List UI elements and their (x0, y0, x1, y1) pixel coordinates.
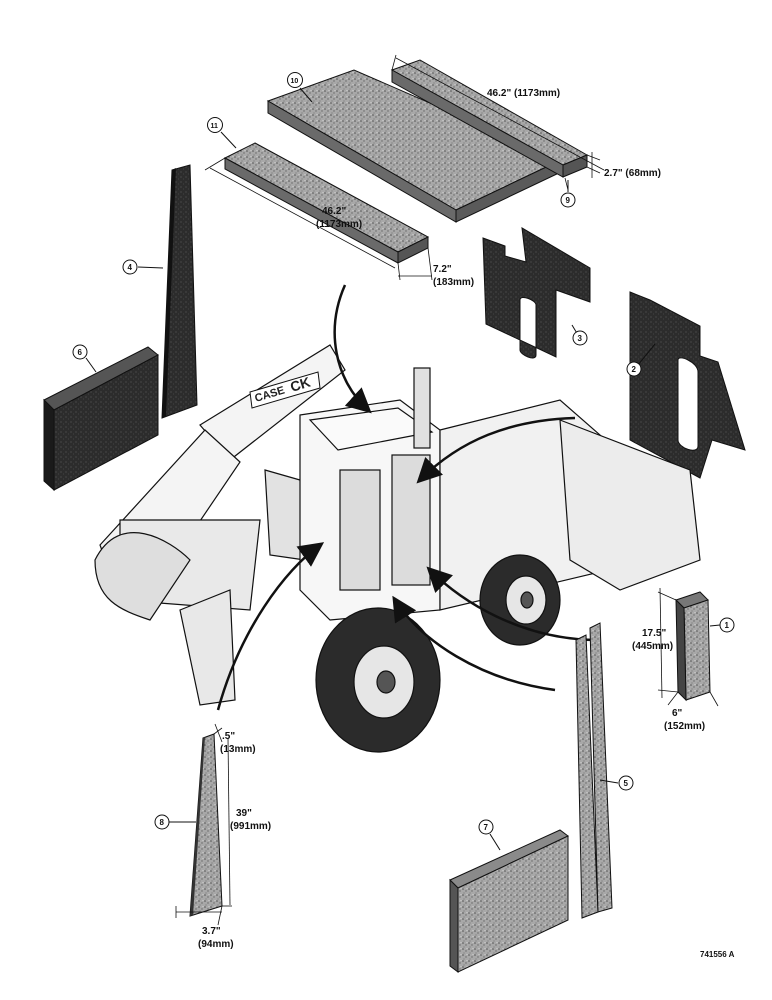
dimension-labels: 46.2" (1173mm) 2.7" (68mm) 46.2" (1173mm… (198, 88, 705, 950)
svg-text:6: 6 (78, 348, 83, 357)
dim-post-height-mm: (991mm) (230, 821, 271, 832)
panel-4-left-pillar (161, 164, 198, 419)
dimension-lines-top (204, 54, 605, 281)
dim-pad1-width-mm: (152mm) (664, 721, 705, 732)
panel-11-front-strip (223, 142, 430, 264)
dim-top-panel-length: 46.2" (1173mm) (487, 88, 560, 99)
svg-text:2: 2 (632, 365, 637, 374)
machine-decal: CASE CK (249, 371, 321, 409)
svg-text:11: 11 (211, 123, 219, 130)
dim-pad1-width-in: 6" (672, 708, 683, 719)
figure-id: 741556 A (700, 950, 735, 959)
dim-post-bottom-in: 3.7" (202, 926, 221, 937)
panel-2-right-rear (629, 291, 746, 479)
callout-4: 4 (122, 259, 164, 275)
callout-11: 11 (207, 117, 237, 149)
decal-model: CK (288, 374, 312, 395)
dim-pad1-height-mm: (445mm) (632, 641, 673, 652)
callout-10: 10 (287, 72, 313, 103)
callout-7: 7 (478, 819, 501, 851)
callout-1: 1 (709, 617, 735, 633)
dim-post-top-mm: (13mm) (220, 744, 256, 755)
dim-post-height-in: 39" (236, 808, 252, 819)
callouts: 1 2 3 4 5 6 7 8 9 10 11 (72, 72, 735, 851)
panel-10-headliner (266, 69, 563, 223)
svg-text:5: 5 (624, 779, 629, 788)
panel-7-lower-block (449, 829, 569, 973)
panel-9-rear-strip (390, 59, 589, 178)
dim-top-panel-depth: 2.7" (68mm) (604, 168, 661, 179)
dim-strip-length-in: 46.2" (322, 206, 346, 217)
panel-3-right-door (482, 227, 591, 359)
svg-text:10: 10 (291, 78, 299, 85)
backhoe-loader (94, 344, 701, 753)
dim-post-bottom-mm: (94mm) (198, 939, 234, 950)
callout-3: 3 (571, 324, 588, 346)
panel-8-tapered-post (189, 733, 223, 917)
installation-arrows (216, 284, 599, 711)
dim-strip-width-in: 7.2" (433, 264, 452, 275)
svg-text:7: 7 (484, 823, 489, 832)
callout-9: 9 (560, 180, 576, 208)
panel-6-left-block (43, 346, 159, 492)
svg-text:1: 1 (725, 621, 730, 630)
svg-text:3: 3 (578, 334, 583, 343)
dimension-lines-pad1 (657, 587, 719, 707)
dimension-lines-post8 (175, 723, 232, 926)
callout-8: 8 (154, 814, 196, 830)
panel-1-small-pad (675, 591, 711, 702)
dim-strip-width-mm: (183mm) (433, 277, 474, 288)
svg-text:9: 9 (566, 196, 571, 205)
svg-text:4: 4 (128, 263, 133, 272)
dim-pad1-height-in: 17.5" (642, 628, 666, 639)
svg-text:8: 8 (160, 818, 165, 827)
callout-2: 2 (626, 343, 656, 377)
panel-5-tall-posts (575, 622, 613, 919)
dim-post-top-in: .5" (222, 731, 235, 742)
dim-strip-length-mm: (1173mm) (316, 219, 362, 230)
callout-5: 5 (599, 775, 634, 791)
callout-6: 6 (72, 344, 97, 373)
